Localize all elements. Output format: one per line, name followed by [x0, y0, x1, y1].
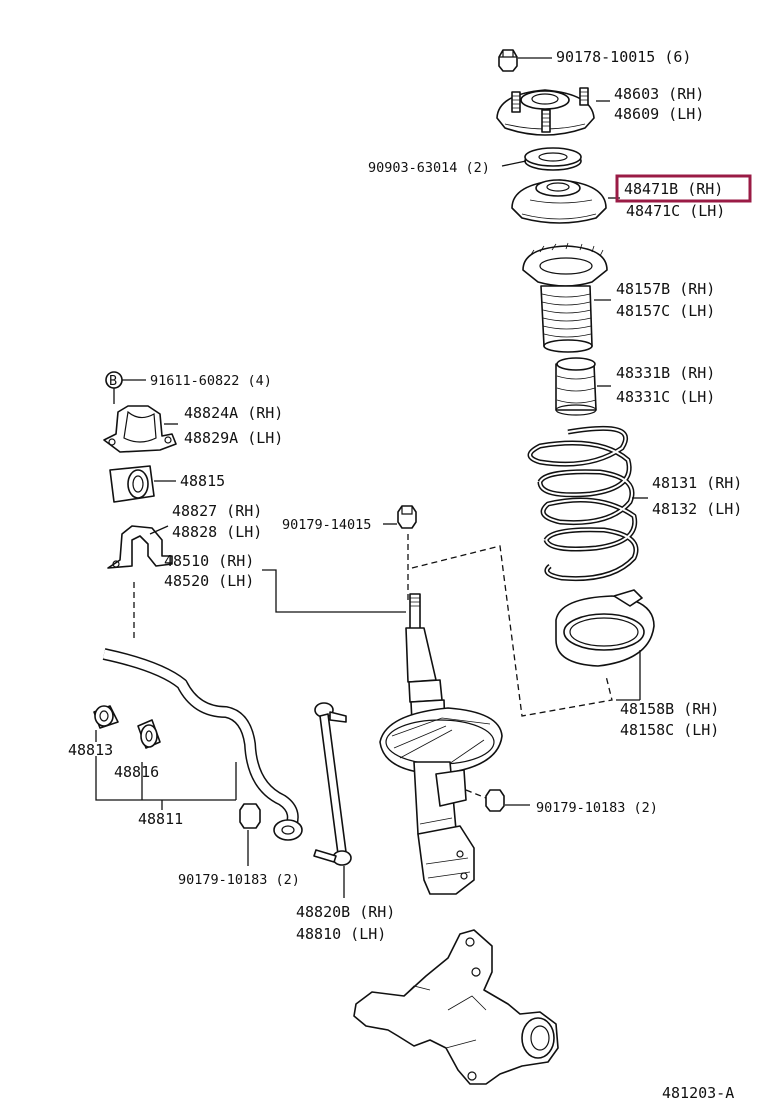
- part-number-label: 48158C (LH): [620, 721, 719, 739]
- part-number-label: 48131 (RH): [652, 474, 742, 492]
- dust-boot-part[interactable]: [522, 242, 608, 353]
- leader-line: [95, 756, 236, 801]
- left-nut-part[interactable]: [239, 803, 261, 829]
- part-number-label: 48158B (RH): [620, 700, 719, 718]
- part-number-label: 48810 (LH): [296, 925, 386, 943]
- upper-spring-seat-part[interactable]: [511, 179, 607, 224]
- part-number-label: 90179-10183 (2): [536, 800, 658, 816]
- part-number-label: 48331B (RH): [616, 364, 715, 382]
- part-number-label: 48132 (LH): [652, 500, 742, 518]
- bearing-part[interactable]: [524, 147, 582, 171]
- stabilizer-bracket-part[interactable]: [103, 405, 177, 453]
- figure-code-label: 481203-A: [662, 1084, 734, 1102]
- part-number-label: 48520 (LH): [164, 572, 254, 590]
- part-number-label: 90179-14015: [282, 517, 371, 533]
- part-number-label: 48827 (RH): [172, 502, 262, 520]
- part-number-label: 90179-10183 (2): [178, 872, 300, 888]
- part-number-label: 48820B (RH): [296, 903, 395, 921]
- steering-knuckle-part[interactable]: [353, 929, 559, 1085]
- lower-spring-insulator-part[interactable]: [555, 589, 655, 667]
- part-number-label: 48331C (LH): [616, 388, 715, 406]
- part-number-label: 48157B (RH): [616, 280, 715, 298]
- highlight-box: [615, 174, 752, 203]
- part-number-label: 48824A (RH): [184, 404, 283, 422]
- part-number-label: 48157C (LH): [616, 302, 715, 320]
- bolt-marker-b: B: [105, 371, 123, 389]
- strut-top-nut-part[interactable]: [397, 505, 417, 529]
- part-number-label: 48829A (LH): [184, 429, 283, 447]
- part-number-label: 90903-63014 (2): [368, 160, 490, 176]
- mount-nut-part[interactable]: [498, 49, 518, 72]
- shock-absorber-part[interactable]: [379, 593, 503, 895]
- bolt-marker-letter: B: [109, 373, 117, 389]
- bump-stopper-part[interactable]: [555, 357, 597, 416]
- stabilizer-bushing-small-part[interactable]: [93, 705, 119, 729]
- part-number-label: 48828 (LH): [172, 523, 262, 541]
- part-number-label: 48811: [138, 810, 183, 828]
- part-number-label-highlighted[interactable]: 48471B (RH): [624, 180, 723, 198]
- part-number-label: 48603 (RH): [614, 85, 704, 103]
- leader-line: [501, 160, 527, 167]
- right-nut-part[interactable]: [485, 789, 505, 812]
- stabilizer-collar-part[interactable]: [137, 719, 161, 749]
- leader-line: [262, 569, 406, 613]
- part-number-label: 48471C (LH): [626, 202, 725, 220]
- part-number-label: 48816: [114, 763, 159, 781]
- part-number-label: 91611-60822 (4): [150, 373, 272, 389]
- assembly-dashed-line: [411, 545, 613, 717]
- stabilizer-link-part[interactable]: [313, 702, 352, 866]
- stabilizer-bush-bracket-part[interactable]: [107, 525, 173, 569]
- leader-line: [149, 525, 169, 535]
- stabilizer-bushing-part[interactable]: [109, 465, 155, 503]
- part-number-label: 90178-10015 (6): [556, 48, 691, 66]
- suspension-support-part[interactable]: [496, 87, 595, 136]
- assembly-dashed-line: [465, 789, 487, 799]
- part-number-label: 48815: [180, 472, 225, 490]
- stabilizer-bar-part[interactable]: [102, 648, 303, 841]
- coil-spring-part[interactable]: [527, 425, 639, 582]
- part-number-label: 48813: [68, 741, 113, 759]
- part-number-label: 48609 (LH): [614, 105, 704, 123]
- part-number-label: 48510 (RH): [164, 552, 254, 570]
